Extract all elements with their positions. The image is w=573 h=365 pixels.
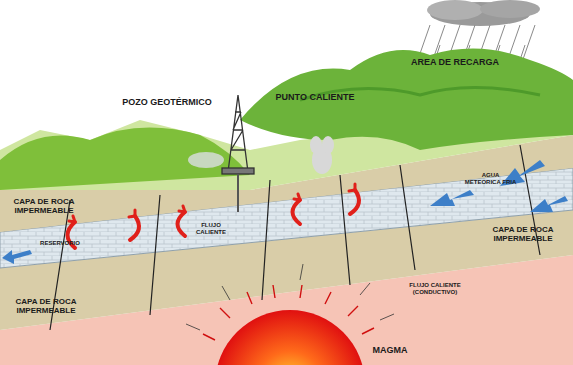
magma-chamber <box>215 310 365 365</box>
magma-label: MAGMA <box>360 346 420 356</box>
conductive-flow-label: FLUJO CALIENTE (CONDUCTIVO) <box>400 282 470 295</box>
fault-lines <box>50 145 540 330</box>
rock-layer-label: CAPA DE ROCA IMPERMEABLE <box>6 298 86 316</box>
magma-spikes <box>203 285 374 340</box>
reservoir-label: RESERVORIO <box>30 240 90 247</box>
right-hill <box>240 49 573 150</box>
cold-water-label: AGUA METEORICA FRIA <box>463 172 518 185</box>
well-label: POZO GEOTÉRMICO <box>112 98 222 108</box>
left-hill <box>0 128 250 190</box>
rock-layer-label: CAPA DE ROCA IMPERMEABLE <box>4 198 84 216</box>
hot-flow-label: FLUJO CALIENTE <box>186 222 236 235</box>
hot-spot-label: PUNTO CALIENTE <box>260 93 370 103</box>
well-derrick <box>222 95 254 212</box>
heat-arrows <box>186 264 394 330</box>
recharge-area-label: AREA DE RECARGA <box>400 58 510 68</box>
hot-spot-steam <box>188 136 334 174</box>
cold-water-arrows <box>2 160 568 264</box>
rock-layer-label: CAPA DE ROCA IMPERMEABLE <box>478 226 568 244</box>
hot-flow-arrows <box>68 184 360 248</box>
